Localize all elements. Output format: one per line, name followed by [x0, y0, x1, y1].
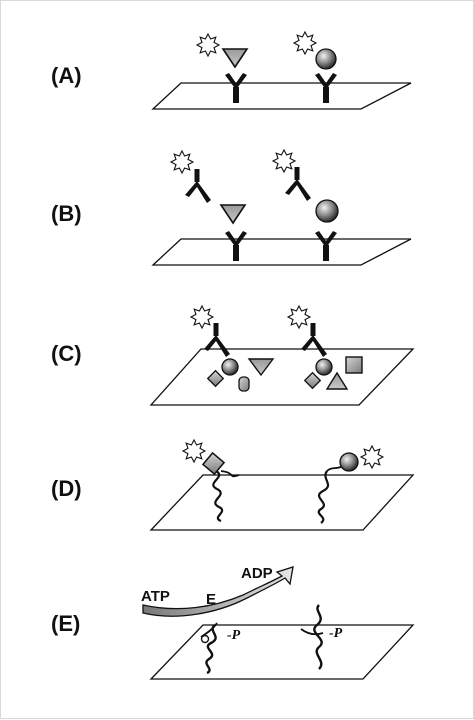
- fluorescent-label-d2: [360, 445, 384, 469]
- panel-e: ATP E ADP -P -P: [141, 565, 415, 680]
- surface-plane-d: [149, 474, 415, 531]
- strand-branch-e2: [300, 628, 324, 636]
- fluorescent-label-b1: [170, 150, 194, 174]
- panel-b: [151, 149, 412, 266]
- panel-c: [149, 305, 415, 406]
- fluorescent-label-d1: [182, 439, 206, 463]
- substrate-strand-e2: [313, 604, 323, 670]
- fluorescent-label-b2: [272, 149, 296, 173]
- antigen-triangle-c1: [247, 358, 275, 377]
- fluorescent-label-c1: [190, 305, 214, 329]
- antigen-square-c2: [345, 356, 363, 374]
- antigen-triangle-b: [220, 204, 246, 224]
- antigen-sphere-c2: [315, 358, 333, 376]
- panel-label-e: (E): [51, 611, 81, 636]
- reaction-arrow: [142, 566, 294, 617]
- panel-d: [149, 439, 415, 531]
- fluorescent-label-a1: [196, 33, 220, 57]
- antigen-sphere-b: [315, 199, 339, 223]
- strand-link-d2: [326, 466, 342, 472]
- panel-label-c: (C): [51, 341, 82, 366]
- antigen-capsule-c1: [238, 376, 250, 392]
- antigen-sphere-a: [315, 48, 337, 70]
- antigen-triangle-c2: [325, 371, 349, 390]
- antigen-diamond-c1: [206, 369, 225, 388]
- detection-antibody-b2: [285, 167, 311, 201]
- panel-label-d: (D): [51, 476, 82, 501]
- phospho-label-e2: -P: [329, 626, 343, 641]
- surface-plane-c: [149, 348, 415, 406]
- fluorescent-label-a2: [293, 31, 317, 55]
- surface-plane-a: [151, 82, 412, 110]
- enzyme-label: E: [206, 591, 216, 608]
- phospho-site-e1: [200, 634, 210, 644]
- antigen-sphere-c1: [221, 358, 239, 376]
- tethered-strand-d1: [212, 470, 224, 523]
- atp-label: ATP: [141, 588, 170, 605]
- antigen-diamond-c2: [303, 371, 322, 390]
- surface-plane-b: [151, 238, 412, 266]
- strand-tail-d1: [220, 470, 240, 478]
- panel-label-a: (A): [51, 63, 82, 88]
- panel-label-b: (B): [51, 201, 82, 226]
- antigen-triangle-a: [222, 48, 248, 68]
- fluorescent-label-c2: [287, 305, 311, 329]
- phospho-label-e1: -P: [227, 628, 241, 643]
- detection-antibody-b1: [185, 169, 211, 203]
- probe-diamond-d1: [201, 451, 226, 476]
- substrate-strand-e1: [205, 624, 217, 675]
- probe-sphere-d2: [339, 452, 359, 472]
- surface-plane-e: [149, 624, 415, 680]
- adp-label: ADP: [241, 565, 273, 582]
- tethered-strand-d2: [317, 470, 330, 524]
- panel-a: [151, 31, 412, 110]
